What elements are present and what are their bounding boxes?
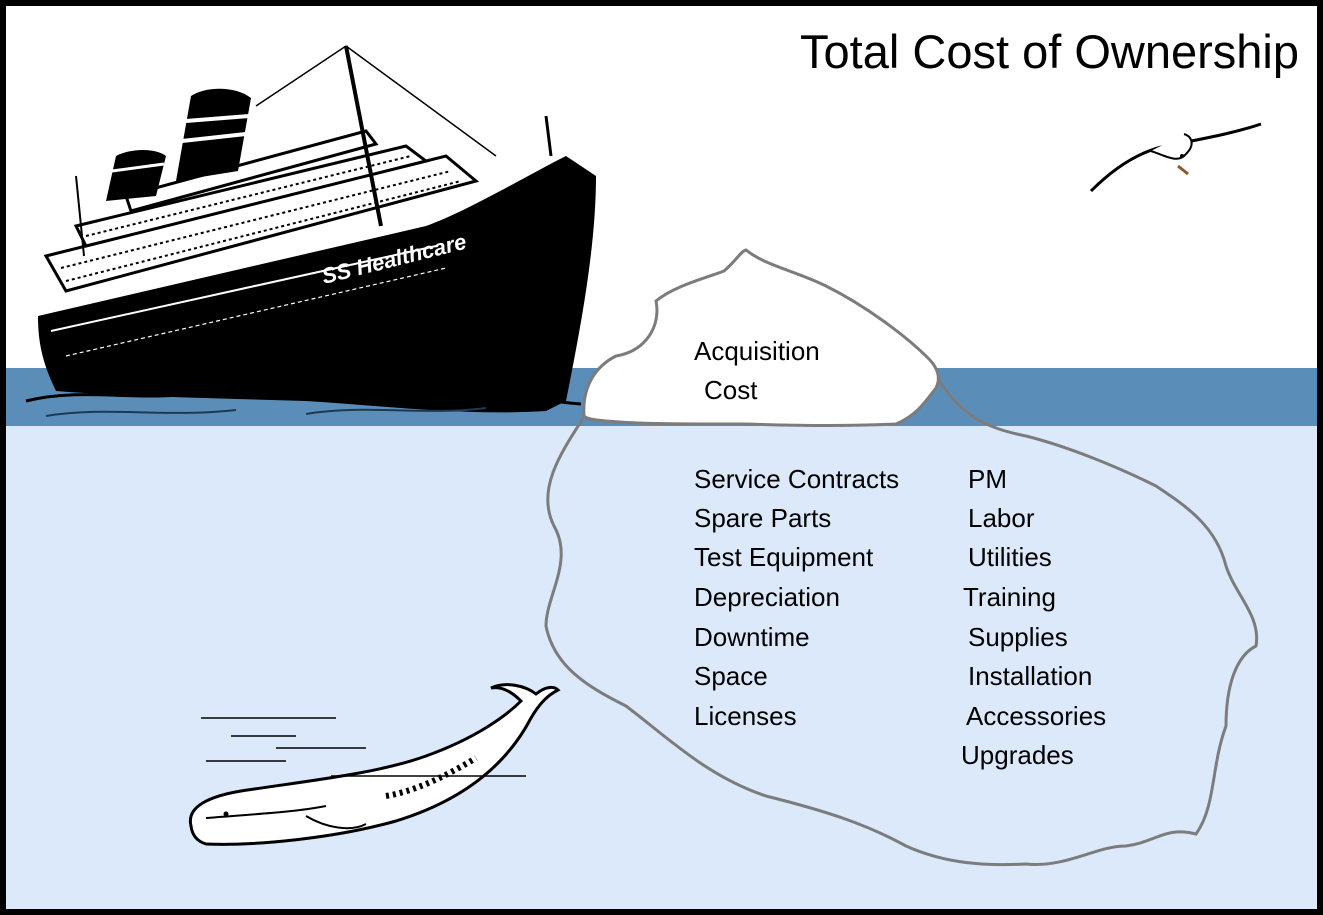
cost-item: Spare Parts xyxy=(694,503,832,533)
scene-canvas: SS Healthcare xyxy=(6,45,1317,909)
cost-item: Labor xyxy=(968,503,1035,533)
cost-item: Downtime xyxy=(694,622,810,652)
ship-icon: SS Healthcare xyxy=(25,45,596,417)
cost-item: Training xyxy=(963,582,1056,612)
iceberg-underwater-outline xyxy=(544,375,1259,867)
cost-item: Utilities xyxy=(968,542,1052,572)
cost-item: Service Contracts xyxy=(694,464,900,494)
cost-item: Licenses xyxy=(694,701,797,731)
cost-item: Accessories xyxy=(966,701,1107,731)
cost-item: Depreciation xyxy=(694,582,840,612)
tip-label-line-1: Acquisition xyxy=(694,336,820,366)
iceberg-tip xyxy=(582,248,940,427)
tip-label-line-2: Cost xyxy=(704,375,758,405)
seagull-icon xyxy=(1089,122,1262,193)
cost-item: Supplies xyxy=(968,622,1068,652)
cost-item: Installation xyxy=(968,661,1093,691)
whale-icon xyxy=(188,683,561,846)
cost-item: Upgrades xyxy=(961,740,1074,770)
page-title: Total Cost of Ownership xyxy=(800,25,1299,78)
cost-item: Test Equipment xyxy=(694,542,874,572)
cost-item: Space xyxy=(694,661,768,691)
cost-item: PM xyxy=(968,464,1007,494)
